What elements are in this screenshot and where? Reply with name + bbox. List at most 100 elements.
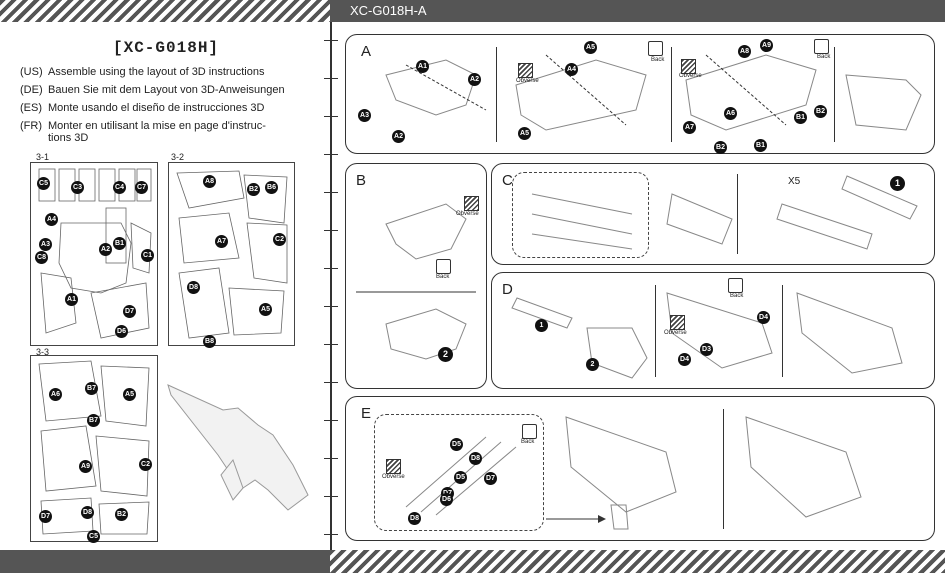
part-badge: A6 (724, 107, 737, 120)
part-badge: C2 (139, 458, 152, 471)
step-a-obverse-label-2: Obverse (679, 73, 702, 79)
part-badge: A1 (65, 293, 78, 306)
sheet-3-1-outlines (38, 168, 152, 339)
part-badge: C5 (87, 530, 100, 543)
part-badge: A9 (760, 39, 773, 52)
part-badge: A7 (215, 235, 228, 248)
part-badge: D6 (440, 493, 453, 506)
part-badge: D5 (450, 438, 463, 451)
part-badge: A2 (392, 130, 405, 143)
product-title: [XC-G018H] (113, 39, 220, 57)
part-badge: B7 (85, 382, 98, 395)
step-a-obverse-label-1: Obverse (516, 78, 539, 84)
divider-tick (324, 230, 338, 231)
step-d-label: D (502, 281, 513, 298)
part-badge: B6 (265, 181, 278, 194)
part-badge: B1 (754, 139, 767, 152)
part-badge: D8 (469, 452, 482, 465)
step-d-obverse-label: Obverse (664, 330, 687, 336)
step-e-separator (723, 409, 724, 529)
bottom-footer-bar (0, 550, 330, 573)
divider-tick (324, 268, 338, 269)
part-badge: A2 (99, 243, 112, 256)
part-badge: A5 (584, 41, 597, 54)
instruction-fr: (FR)Monter en utilisant la mise en page … (20, 120, 266, 144)
part-badge: A5 (518, 127, 531, 140)
step-e-drawing (405, 416, 862, 530)
step-a-back-marker-1 (648, 41, 663, 56)
part-badge: A4 (45, 213, 58, 226)
part-badge: D8 (187, 281, 200, 294)
divider-tick (324, 496, 338, 497)
part-badge: A3 (358, 109, 371, 122)
step-a-obverse-marker-2 (681, 59, 696, 74)
step-d-separator-1 (655, 285, 656, 377)
step-c-result-badge: 1 (890, 176, 905, 191)
step-e-obverse-label: Obverse (382, 474, 405, 480)
part-badge: D6 (115, 325, 128, 338)
bottom-right-hatch-band (330, 550, 945, 573)
divider-tick (324, 78, 338, 79)
part-badge: D4 (678, 353, 691, 366)
step-c-drawing (531, 175, 918, 250)
page-divider (330, 22, 332, 550)
instruction-us: (US)Assemble using the layout of 3D inst… (20, 66, 265, 78)
assembled-rifle-illustration (167, 384, 309, 511)
part-badge: B2 (714, 141, 727, 154)
step-b-obverse-marker (464, 196, 479, 211)
instruction-es: (ES)Monte usando el diseño de instruccio… (20, 102, 265, 114)
part-badge: A5 (123, 388, 136, 401)
step-b-result-badge: 2 (438, 347, 453, 362)
step-b-back-marker (436, 259, 451, 274)
part-badge: A8 (203, 175, 216, 188)
divider-tick (324, 40, 338, 41)
step-a-drawing (385, 54, 922, 131)
divider-tick (324, 458, 338, 459)
part-badge: A9 (79, 460, 92, 473)
step-b-drawing (356, 203, 476, 360)
divider-tick (324, 534, 338, 535)
step-a-back-label-2: Back (817, 54, 831, 60)
step-c-panel: C X5 1 (491, 163, 935, 265)
part-badge: B8 (203, 335, 216, 348)
divider-tick (324, 344, 338, 345)
step-a-separator-1 (496, 47, 497, 142)
step-c-label: C (502, 172, 513, 189)
sheet-label-3-2: 3-2 (171, 152, 185, 162)
step-a-back-marker-2 (814, 39, 829, 54)
step-d-obverse-marker (670, 315, 685, 330)
part-badge: D7 (39, 510, 52, 523)
step-e-back-label: Back (521, 439, 535, 445)
part-badge: C8 (35, 251, 48, 264)
part-badge: D8 (408, 512, 421, 525)
step-e-back-marker (522, 424, 537, 439)
part-badge: A6 (49, 388, 62, 401)
part-badge: A2 (468, 73, 481, 86)
part-badge: D7 (484, 472, 497, 485)
part-badge: C7 (135, 181, 148, 194)
part-badge: C4 (113, 181, 126, 194)
part-badge: C1 (141, 249, 154, 262)
step-b-back-label: Back (436, 274, 450, 280)
top-header-bar (330, 0, 945, 22)
step-a-separator-3 (834, 47, 835, 142)
part-badge: A8 (738, 45, 751, 58)
step-a-separator-2 (671, 47, 672, 142)
part-badge: C3 (71, 181, 84, 194)
part-badge: A1 (416, 60, 429, 73)
part-badge: C2 (273, 233, 286, 246)
part-badge: 1 (535, 319, 548, 332)
part-badge: B2 (247, 183, 260, 196)
step-e-magazine-group (374, 414, 544, 531)
part-badge: B2 (115, 508, 128, 521)
divider-tick (324, 154, 338, 155)
part-badge: B1 (794, 111, 807, 124)
divider-tick (324, 116, 338, 117)
sheet-3-3-outlines (38, 360, 150, 535)
divider-tick (324, 192, 338, 193)
